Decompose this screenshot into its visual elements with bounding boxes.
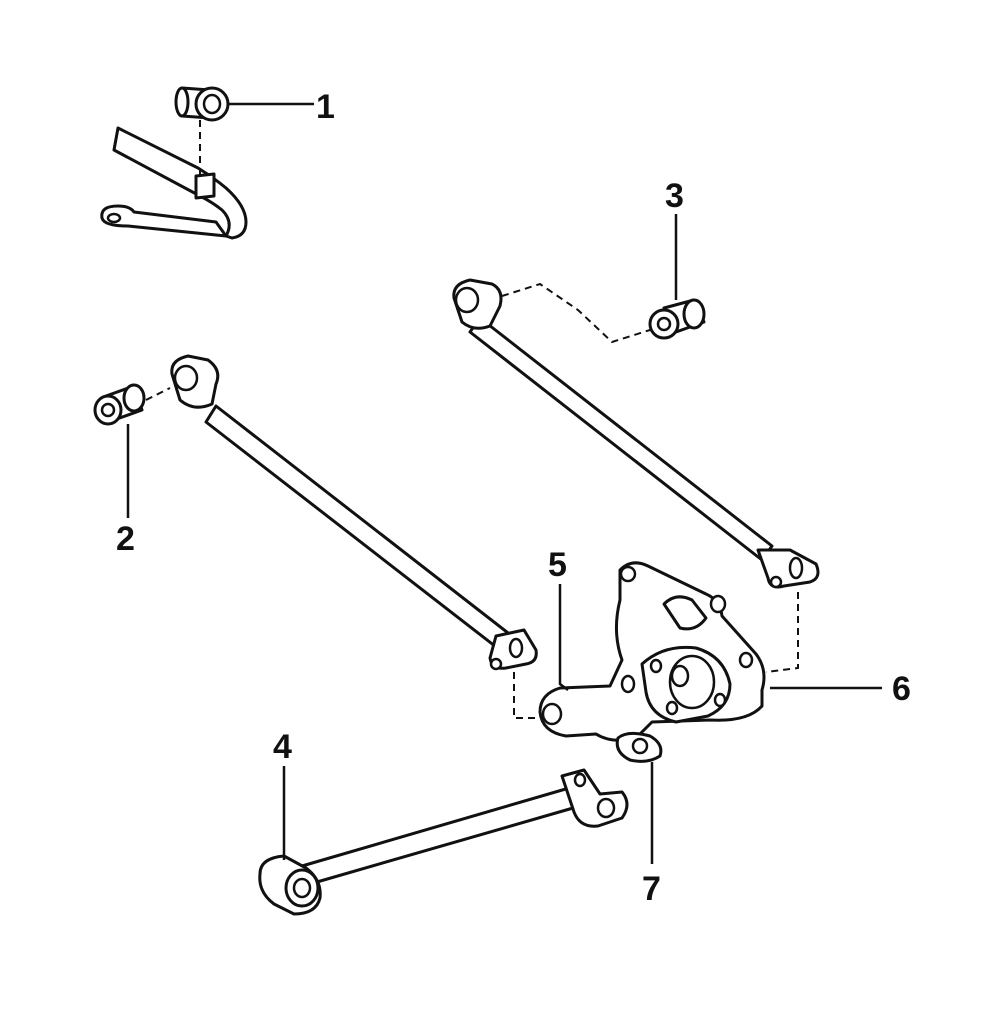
stabilizer-bar <box>100 126 248 240</box>
knuckle-lower-guide-line <box>513 672 540 719</box>
rear-axle-carrier <box>538 561 766 763</box>
callout-7: 7 <box>642 870 661 908</box>
arm-bushing-left <box>93 383 146 426</box>
callout-3: 3 <box>665 177 684 215</box>
callout-1: 1 <box>316 88 335 126</box>
arm-bushing-upper <box>648 298 706 340</box>
upper-arm-right <box>452 278 820 589</box>
callout-2: 2 <box>116 520 135 558</box>
knuckle-upper-guide-line <box>765 592 799 673</box>
leader-5 <box>558 584 569 691</box>
lower-arm <box>258 768 629 916</box>
callout-4: 4 <box>273 728 292 766</box>
callout-6: 6 <box>892 670 911 708</box>
stabilizer-bushing <box>174 86 230 122</box>
upper-arm-left <box>170 354 538 671</box>
bushing-3-guide-line <box>501 282 651 344</box>
bushing-2-guide-line <box>145 387 171 401</box>
callout-5: 5 <box>548 546 567 584</box>
